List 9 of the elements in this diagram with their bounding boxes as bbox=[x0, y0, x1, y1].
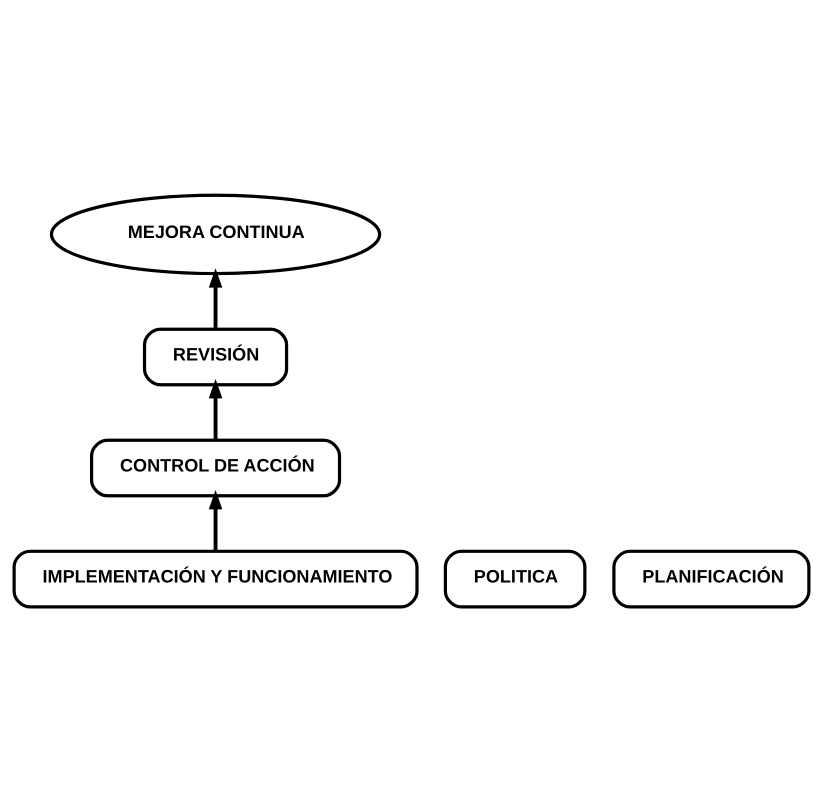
node-box: POLITICA bbox=[444, 549, 586, 608]
arrow bbox=[208, 268, 222, 329]
arrow bbox=[208, 378, 222, 440]
node-box: IMPLEMENTACIÓN Y FUNCIONAMIENTO bbox=[12, 549, 419, 608]
node-ellipse: MEJORA CONTINUA bbox=[50, 193, 382, 275]
node-box: REVISIÓN bbox=[142, 327, 288, 386]
arrow bbox=[208, 489, 222, 550]
node-box: PLANIFICACIÓN bbox=[612, 549, 810, 608]
node-box: CONTROL DE ACCIÓN bbox=[90, 438, 342, 497]
